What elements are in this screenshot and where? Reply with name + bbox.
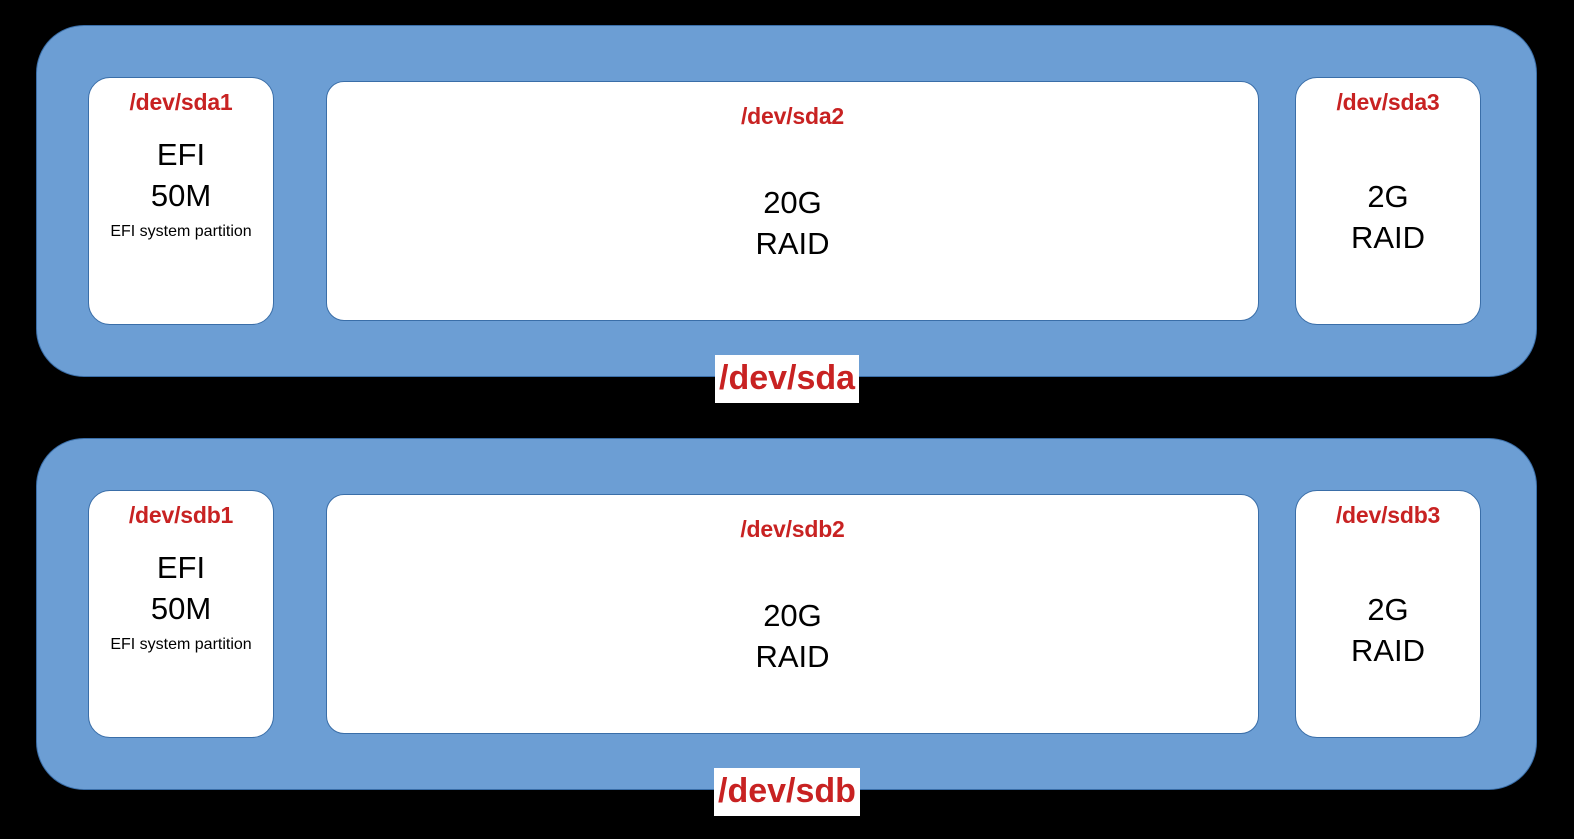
partition-size-sda3: 2G <box>1367 179 1409 214</box>
partition-usage-sda3: RAID <box>1350 220 1426 255</box>
partition-body-sda1: EFI 50M EFI system partition <box>89 134 273 242</box>
partition-body-sdb3: 2G RAID <box>1296 589 1480 671</box>
partition-usage-sda2: RAID <box>755 226 830 261</box>
partition-size-sdb2: 20G <box>763 598 822 633</box>
partition-body-sda3: 2G RAID <box>1296 176 1480 258</box>
partition-body-sda2: 20G RAID <box>327 182 1258 264</box>
partition-label-sda1: /dev/sda1 <box>129 89 233 115</box>
partition-box-sda2[interactable]: /dev/sda2 20G RAID <box>326 81 1259 321</box>
partition-box-sdb2[interactable]: /dev/sdb2 20G RAID <box>326 494 1259 734</box>
partition-body-sdb1: EFI 50M EFI system partition <box>89 547 273 655</box>
partition-type-sda1: EFI <box>156 137 206 172</box>
partition-size-sda1: 50M <box>150 178 212 213</box>
disk-name-badge-sdb: /dev/sdb <box>714 768 860 816</box>
partition-usage-sdb3: RAID <box>1350 633 1426 668</box>
partition-label-sda2: /dev/sda2 <box>740 103 845 129</box>
partition-type-sdb1: EFI <box>156 550 206 585</box>
partition-label-sdb3: /dev/sdb3 <box>1335 502 1441 528</box>
partition-size-sda2: 20G <box>763 185 822 220</box>
disk-container-sda[interactable]: /dev/sda1 EFI 50M EFI system partition /… <box>36 25 1537 377</box>
partition-size-sdb3: 2G <box>1367 592 1409 627</box>
partition-box-sda1[interactable]: /dev/sda1 EFI 50M EFI system partition <box>88 77 274 325</box>
partition-note-sda1: EFI system partition <box>110 223 252 240</box>
partition-label-sdb2: /dev/sdb2 <box>740 516 845 542</box>
partition-box-sdb3[interactable]: /dev/sdb3 2G RAID <box>1295 490 1481 738</box>
disk-container-sdb[interactable]: /dev/sdb1 EFI 50M EFI system partition /… <box>36 438 1537 790</box>
partition-size-sdb1: 50M <box>150 591 212 626</box>
partition-box-sdb1[interactable]: /dev/sdb1 EFI 50M EFI system partition <box>88 490 274 738</box>
partition-usage-sdb2: RAID <box>755 639 830 674</box>
disk-name-badge-sda: /dev/sda <box>715 355 860 403</box>
partition-label-sda3: /dev/sda3 <box>1336 89 1440 115</box>
partition-note-sdb1: EFI system partition <box>110 636 252 653</box>
partition-box-sda3[interactable]: /dev/sda3 2G RAID <box>1295 77 1481 325</box>
partition-label-sdb1: /dev/sdb1 <box>128 502 234 528</box>
partition-body-sdb2: 20G RAID <box>327 595 1258 677</box>
